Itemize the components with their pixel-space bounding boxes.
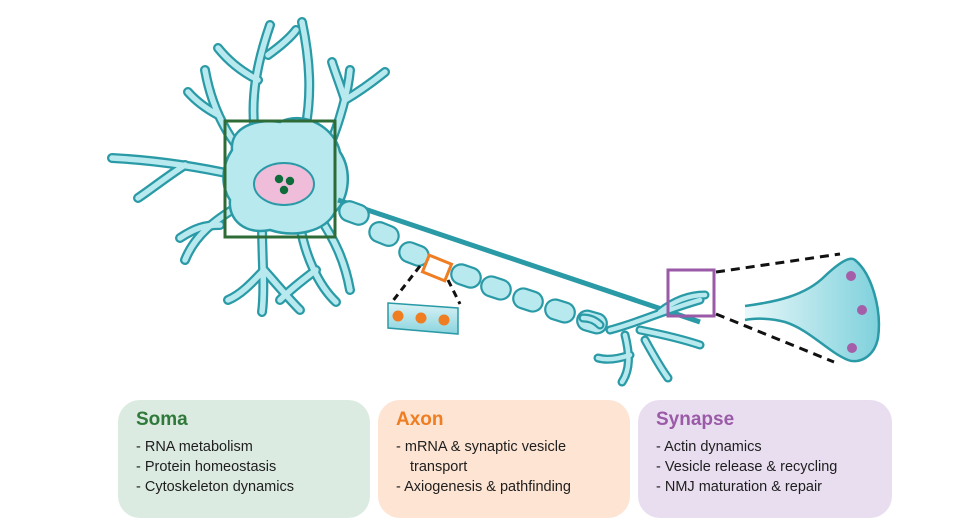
- vesicle-3: [438, 314, 450, 326]
- synaptic-vesicle-1: [846, 271, 856, 281]
- nucleolus-1: [274, 174, 284, 184]
- list-item: Actin dynamics: [656, 437, 878, 457]
- soma-list: RNA metabolism Protein homeostasis Cytos…: [136, 437, 356, 497]
- synapse-zoom-line-top: [715, 252, 841, 274]
- vesicle-1: [392, 310, 404, 322]
- synaptic-vesicle-3: [847, 343, 857, 353]
- vesicle-2: [415, 312, 427, 324]
- synapse-highlight-box: [666, 268, 716, 318]
- soma-panel: Soma RNA metabolism Protein homeostasis …: [118, 400, 370, 518]
- synapse-panel: Synapse Actin dynamics Vesicle release &…: [638, 400, 892, 518]
- list-item: RNA metabolism: [136, 437, 356, 457]
- list-item: Axiogenesis & pathfinding: [396, 477, 616, 497]
- synapse-zoom-line-bottom: [715, 312, 835, 364]
- axon-list: mRNA & synaptic vesicle transport Axioge…: [396, 437, 616, 497]
- synaptic-terminal: [744, 257, 881, 363]
- synapse-list: Actin dynamics Vesicle release & recycli…: [656, 437, 878, 497]
- nucleus: [253, 162, 315, 206]
- axon-zoom-line-right: [446, 279, 462, 305]
- axon-title: Axon: [396, 409, 444, 430]
- axon-highlight-box: [420, 253, 454, 283]
- list-item: Cytoskeleton dynamics: [136, 477, 356, 497]
- nucleolus-2: [285, 176, 295, 186]
- neuron-diagram: [107, 17, 881, 387]
- synapse-title: Synapse: [656, 409, 735, 430]
- list-item: Vesicle release & recycling: [656, 457, 878, 477]
- axon-panel: Axon mRNA & synaptic vesicle transport A…: [378, 400, 630, 518]
- synaptic-vesicle-2: [857, 305, 867, 315]
- axon-zoom-line-left: [390, 265, 422, 303]
- list-item: NMJ maturation & repair: [656, 477, 878, 497]
- list-item: mRNA & synaptic vesicle transport: [396, 437, 616, 477]
- list-item: Protein homeostasis: [136, 457, 356, 477]
- myelin-segments: [338, 200, 608, 335]
- soma-highlight-box: [223, 119, 337, 239]
- nucleolus-3: [279, 185, 289, 195]
- soma-title: Soma: [136, 409, 188, 430]
- axon-magnified-segment: [387, 302, 459, 335]
- axon-terminals: [578, 290, 710, 387]
